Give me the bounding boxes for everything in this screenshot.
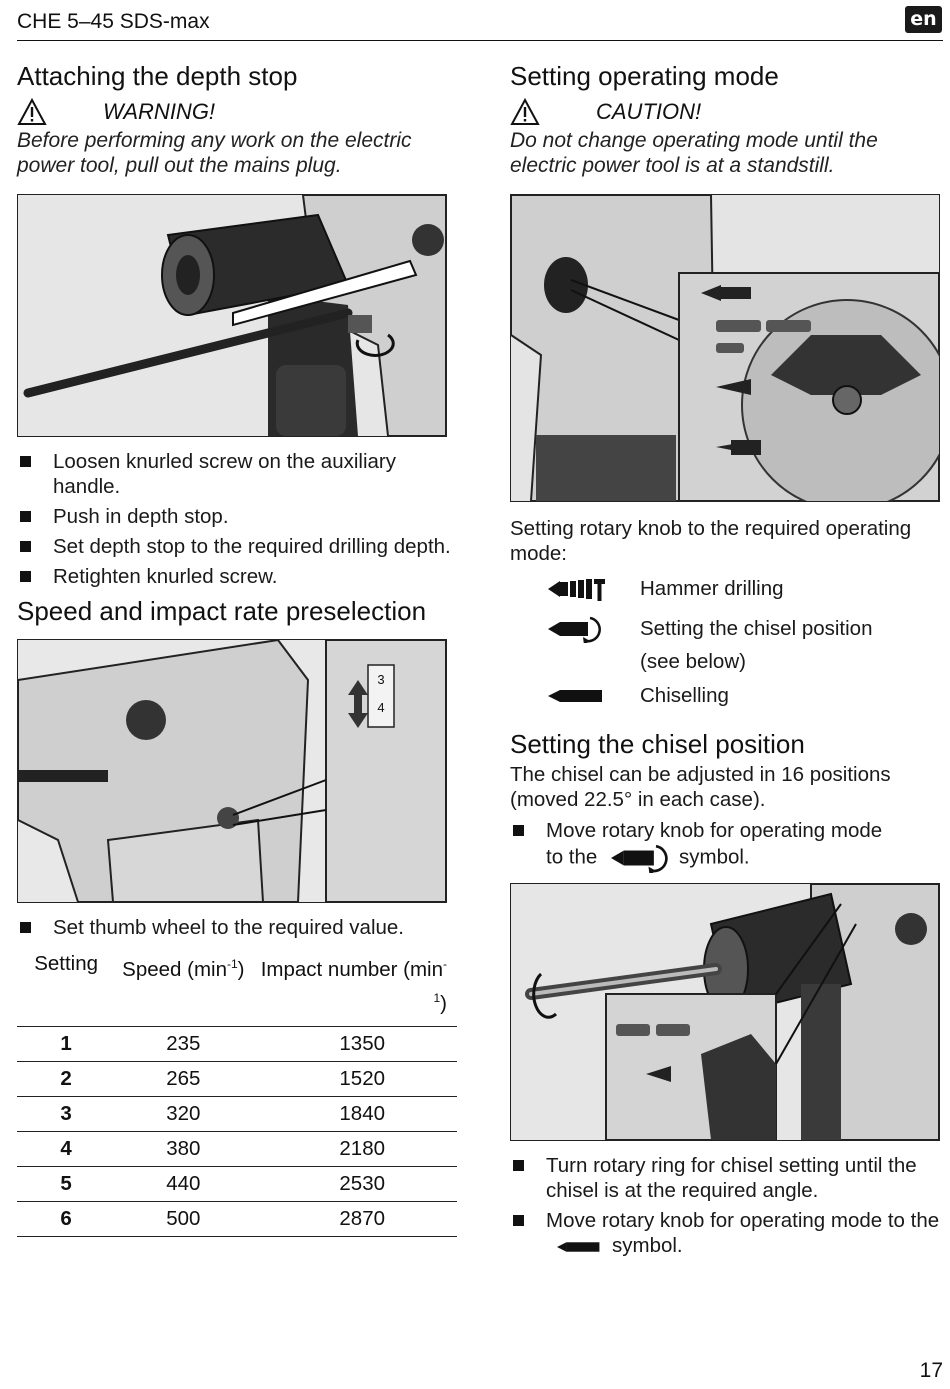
section-title-depth-stop: Attaching the depth stop [17,61,298,91]
cell-impact: 2180 [251,1130,457,1167]
page-number: 17 [919,1359,943,1382]
speed-steps: Set thumb wheel to the required value. [17,915,457,940]
mode-row-hammer: Hammer drilling [546,572,940,606]
mode-label-chisel-position: Setting the chisel position [640,617,873,640]
header-divider [17,40,943,41]
section-title-speed-preselection: Speed and impact rate preselection [17,596,427,626]
chisel-position-icon [548,616,601,643]
cell-speed: 380 [115,1130,252,1167]
list-item: Set thumb wheel to the required value. [17,915,457,940]
mode-note: (see below) [640,650,746,673]
cell-speed: 440 [115,1165,252,1202]
mode-row-chisel-position: Setting the chisel position [546,612,940,646]
mode-label-chiselling: Chiselling [640,684,729,707]
table-header-row: Setting Speed (min-1) Impact number (min… [17,948,457,1026]
list-item: Retighten knurled screw. [17,564,457,589]
figure-thumb-wheel: 3 4 [17,639,447,903]
chisel-steps-b: Turn rotary ring for chisel setting unti… [510,1153,940,1258]
mode-note-row: (see below) [546,646,940,678]
cell-setting: 3 [17,1095,116,1132]
section-title-operating-mode: Setting operating mode [510,61,779,91]
figure-chisel-ring [510,883,940,1141]
chisel-ring-illustration [511,884,939,1140]
cell-impact: 2870 [251,1200,457,1237]
column-header-impact: Impact number (min-1) [260,957,447,1015]
column-header-speed: Speed (min-1) [122,957,245,981]
mode-intro: Setting rotary knob to the required oper… [510,517,912,565]
mode-label-hammer: Hammer drilling [640,577,784,600]
drill-depth-stop-illustration [18,195,446,436]
warning-text: Before performing any work on the electr… [17,129,412,177]
caution-block: CAUTION! [510,98,940,126]
warning-triangle-icon [17,98,47,125]
chiselling-icon [557,1241,600,1252]
speed-table: Setting Speed (min-1) Impact number (min… [17,948,457,1237]
language-badge: en [905,6,942,33]
cell-setting: 1 [17,1025,116,1062]
chisel-steps-a: Move rotary knob for operating mode to t… [510,818,940,876]
wheel-mark-4: 4 [377,700,384,715]
chisel-text: The chisel can be adjusted in 16 positio… [510,763,891,811]
hammer-drilling-icon [548,579,605,601]
warning-triangle-icon [510,98,540,125]
warning-label: WARNING! [103,99,216,124]
warning-block: WARNING! [17,98,457,126]
right-column: Setting operating mode CAUTION! Do not c… [510,60,940,1263]
drill-thumb-wheel-illustration: 3 4 [18,640,446,902]
cell-impact: 1840 [251,1095,457,1132]
caution-label: CAUTION! [596,99,702,124]
cell-setting: 2 [17,1060,116,1097]
section-title-chisel-position: Setting the chisel position [510,729,805,759]
cell-setting: 4 [17,1130,116,1167]
cell-speed: 500 [115,1200,252,1237]
cell-speed: 320 [115,1095,252,1132]
list-item: Move rotary knob for operating mode to t… [510,818,886,876]
rotary-knob-illustration [511,195,939,501]
cell-impact: 1350 [251,1025,457,1062]
chiselling-icon [548,690,602,702]
figure-operating-mode [510,194,940,502]
depth-stop-steps: Loosen knurled screw on the auxiliary ha… [17,449,457,589]
column-header-setting: Setting [34,952,99,975]
chisel-position-icon [611,844,668,876]
list-item: Set depth stop to the required drilling … [17,534,457,559]
figure-depth-stop [17,194,447,437]
cell-impact: 1520 [251,1060,457,1097]
list-item: Move rotary knob for operating mode to t… [510,1208,940,1258]
document-title: CHE 5–45 SDS-max [17,10,210,33]
cell-speed: 265 [115,1060,252,1097]
wheel-mark-3: 3 [377,672,384,687]
cell-speed: 235 [115,1025,252,1062]
caution-text: Do not change operating mode until the e… [510,129,878,177]
cell-setting: 6 [17,1200,116,1237]
mode-row-chiselling: Chiselling [546,680,940,712]
left-column: Attaching the depth stop WARNING! Before… [17,60,457,1237]
list-item: Push in depth stop. [17,504,457,529]
cell-impact: 2530 [251,1165,457,1202]
cell-setting: 5 [17,1165,116,1202]
list-item: Loosen knurled screw on the auxiliary ha… [17,449,457,499]
list-item: Turn rotary ring for chisel setting unti… [510,1153,940,1203]
